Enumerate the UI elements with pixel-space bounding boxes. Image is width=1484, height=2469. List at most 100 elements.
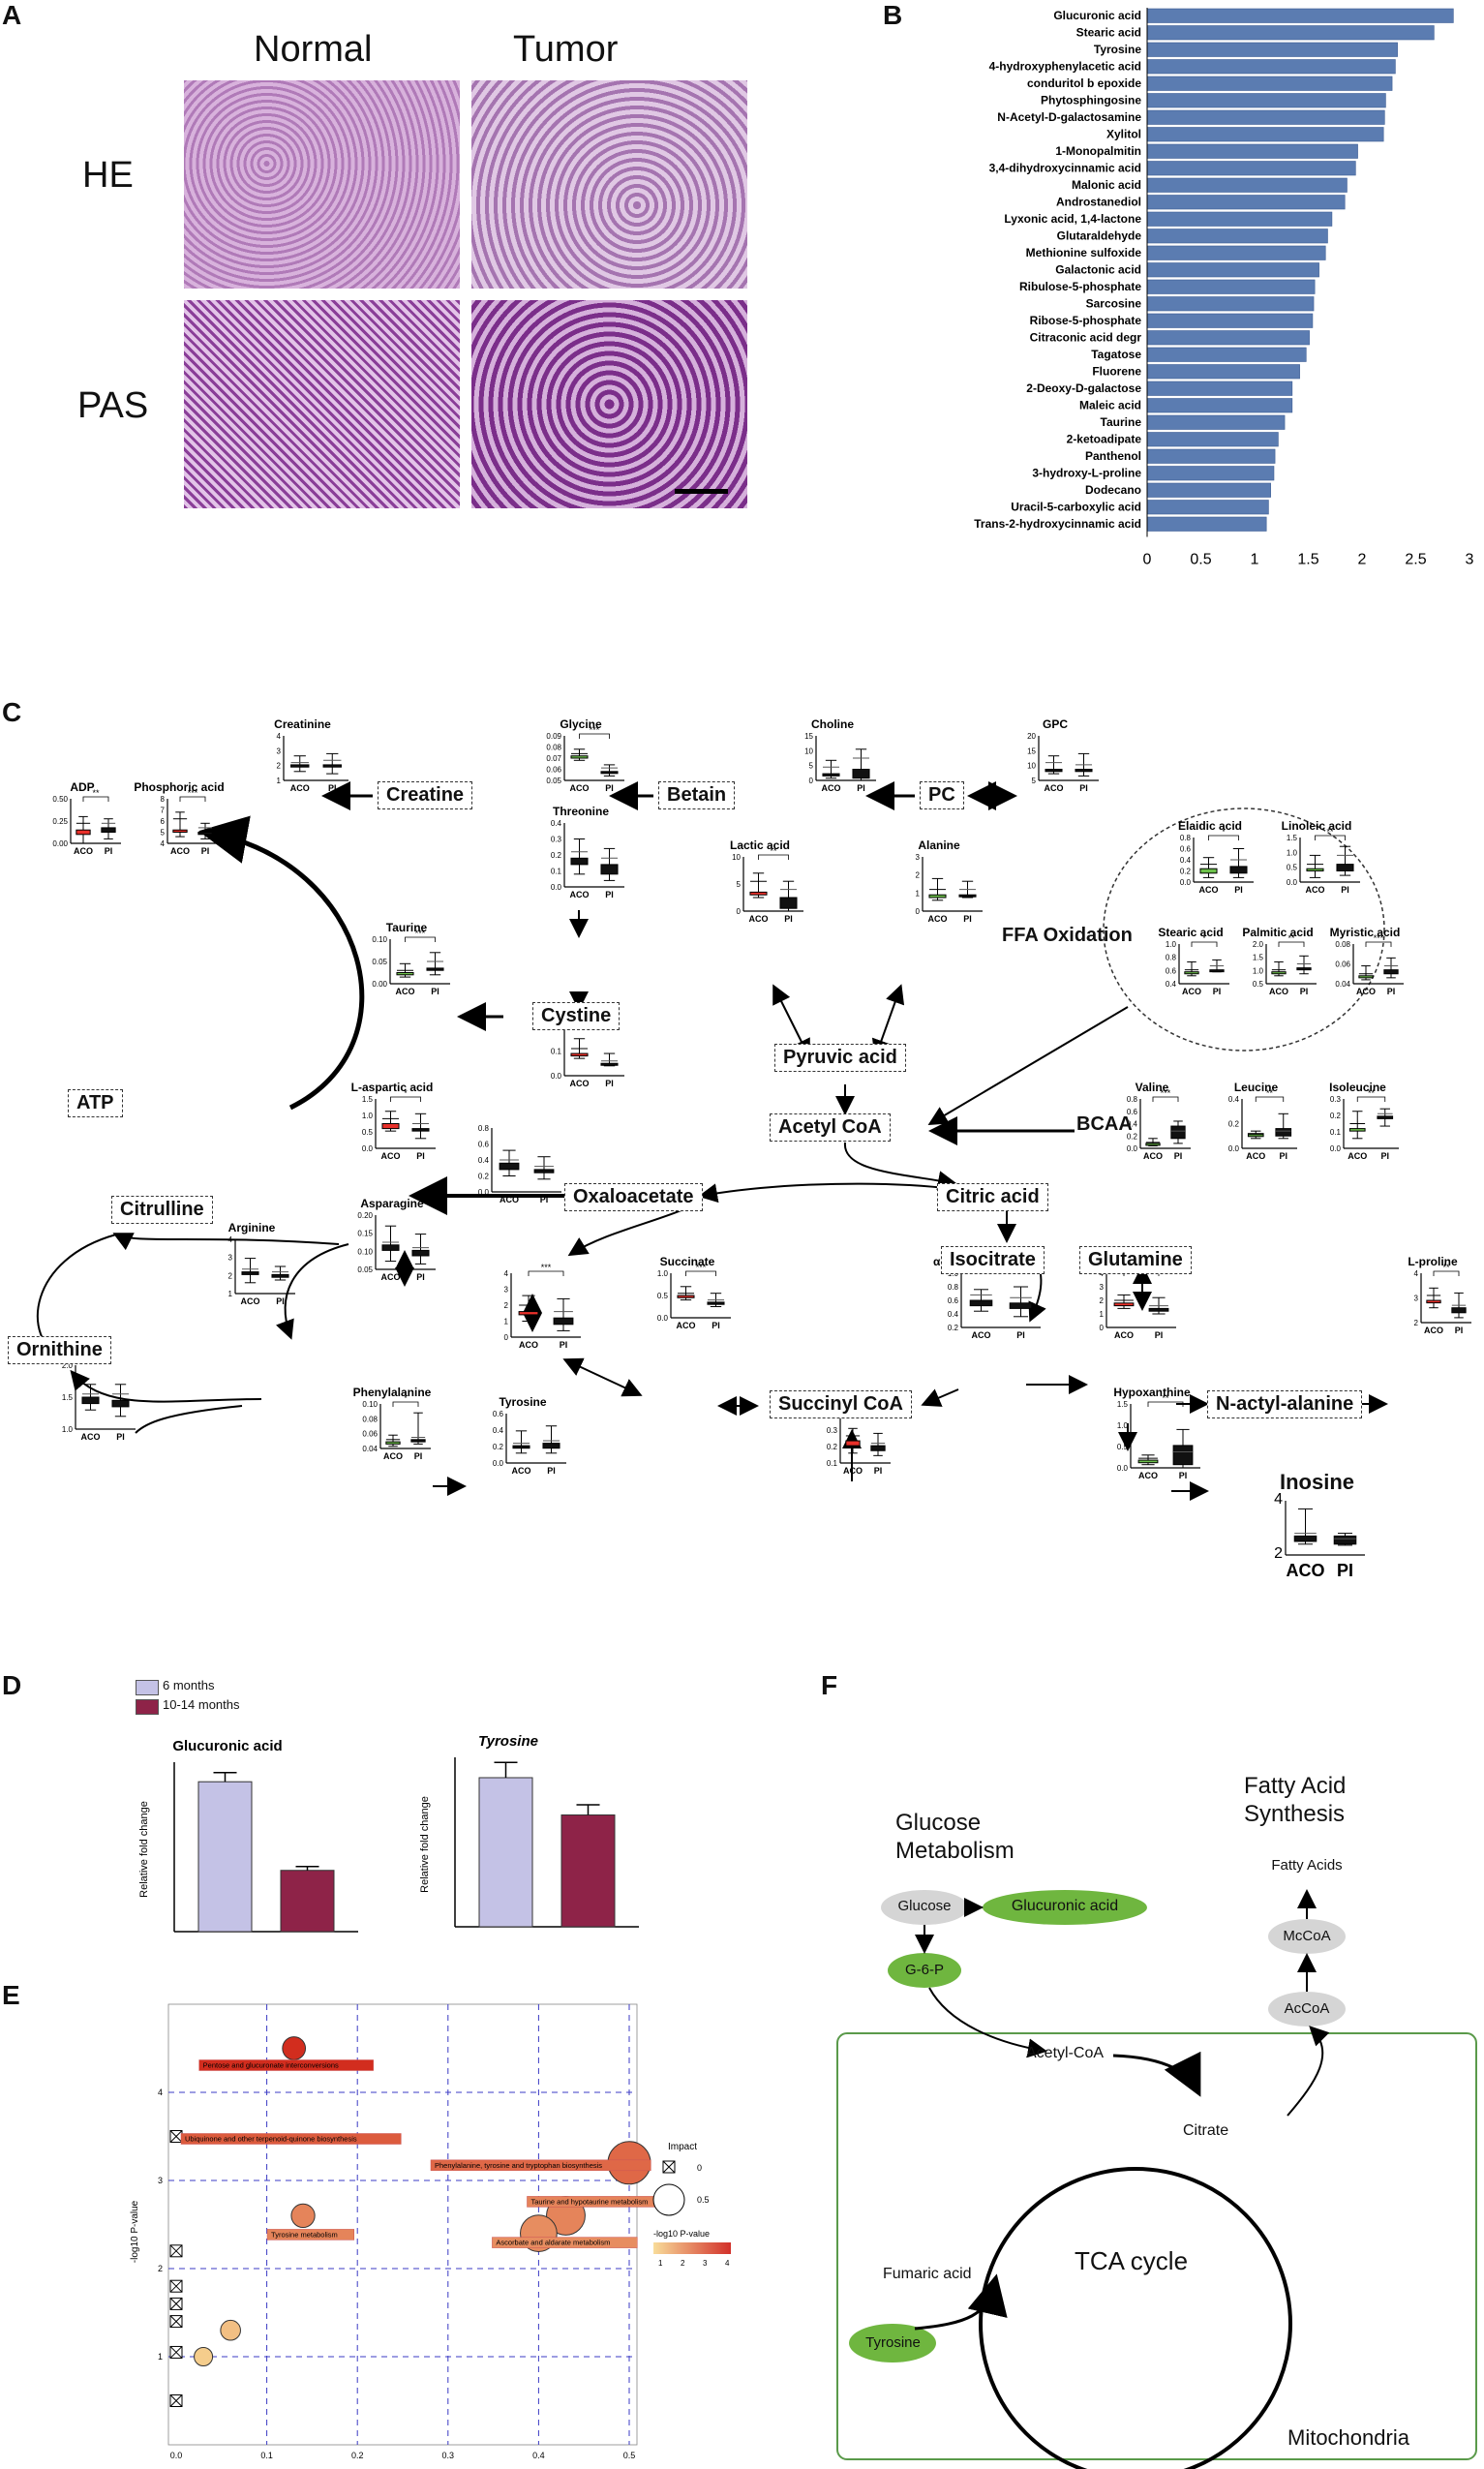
c-y-tick: 0.0: [1127, 1144, 1138, 1153]
c-sig-bracket: [1356, 1096, 1386, 1102]
c-box: [322, 764, 342, 768]
label-acetyl-coa: Acetyl-CoA: [1026, 2045, 1105, 2061]
c-y-tick: 0.10: [362, 1400, 378, 1409]
c-group-label: PI: [1387, 987, 1396, 996]
c-sig-bracket: [685, 1270, 716, 1276]
c-group-label: PI: [1279, 1151, 1287, 1161]
b-category-label: 3-hydroxy-L-proline: [1032, 467, 1141, 480]
e-point: [194, 2346, 214, 2367]
metabolite-oxaloacetate: Oxaloacetate: [564, 1183, 703, 1211]
c-y-tick: 0.6: [478, 1141, 490, 1149]
c-plot-title: Alanine: [918, 838, 960, 852]
b-category-label: Citraconic acid degr: [1030, 331, 1142, 345]
tca-cycle-circle: [979, 2167, 1292, 2469]
c-y-tick: 0.0: [362, 1144, 374, 1153]
c-group-label: PI: [1179, 1471, 1188, 1480]
c-group-label: PI: [201, 846, 210, 856]
b-x-tick-label: 2: [1358, 552, 1367, 568]
c-sig-stars: ***: [541, 1263, 552, 1272]
c-y-tick: 4: [161, 839, 166, 848]
c-plot-title: Phosphoric acid: [134, 780, 224, 794]
c-sig-bracket: [579, 733, 610, 739]
c-group-label: PI: [963, 914, 972, 924]
c-y-tick: 1.0: [1287, 848, 1298, 857]
b-x-tick-label: 1: [1251, 552, 1259, 568]
c-sig-bracket: [758, 854, 789, 860]
inosine-label: Inosine: [1280, 1470, 1355, 1494]
col-tumor-label: Tumor: [513, 29, 619, 70]
c-sig-bracket: [179, 796, 206, 802]
b-bar: [1146, 482, 1271, 498]
c-y-tick: 0.0: [1180, 878, 1192, 887]
c-y-tick: 0.1: [1330, 1128, 1342, 1137]
c-box: [512, 1445, 530, 1449]
panel-b-letter: B: [883, 0, 903, 30]
b-x-tick-label: 0.5: [1190, 552, 1211, 568]
c-group-label: ACO: [396, 987, 415, 996]
e-point-label: Ubiquinone and other terpenoid-quinone b…: [185, 2135, 357, 2144]
c-box: [1209, 969, 1225, 973]
c-sig-stars: **: [1368, 1088, 1376, 1098]
c-y-tick: 0.6: [493, 1410, 504, 1418]
b-category-label: Glucuronic acid: [1053, 9, 1141, 22]
c-box: [1009, 1302, 1033, 1309]
c-box: [1247, 1133, 1264, 1138]
c-y-tick: 1.0: [657, 1269, 669, 1278]
c-y-tick: 3: [1100, 1283, 1105, 1292]
c-y-tick: 0.0: [657, 1314, 669, 1323]
e-x-tick-label: 0.1: [260, 2451, 273, 2459]
b-category-label: Galactonic acid: [1055, 263, 1141, 277]
c-sig-stars: **: [1326, 827, 1334, 837]
he-tumor-image: [471, 80, 747, 289]
metabolite-succinyl-coa: Succinyl CoA: [770, 1390, 912, 1418]
c-group-label: PI: [1380, 1151, 1389, 1161]
b-category-label: Trans-2-hydroxycinnamic acid: [974, 517, 1141, 531]
bcaa-label: BCAA: [1076, 1113, 1133, 1135]
panel-d-letter: D: [2, 1670, 22, 1700]
c-group-label: ACO: [1199, 885, 1219, 895]
c-group-label: PI: [1174, 1151, 1183, 1161]
b-bar: [1146, 516, 1267, 532]
panel-f-letter: F: [821, 1670, 838, 1700]
c-y-tick: 0.3: [827, 1426, 838, 1435]
c-y-tick: 0.6: [1166, 966, 1177, 975]
c-box: [1184, 971, 1199, 975]
panel-f-diagram: [836, 1889, 1477, 2469]
c-box: [677, 1295, 695, 1298]
c-box: [570, 755, 589, 759]
c-group-label: ACO: [843, 1466, 863, 1476]
c-y-tick: 0.10: [372, 935, 387, 944]
metabolite-pyruvic-acid: Pyruvic acid: [774, 1044, 906, 1072]
c-box: [499, 1162, 520, 1171]
c-box: [707, 1301, 725, 1305]
c-y-tick: 0.05: [372, 958, 387, 966]
ffa-ellipse: [1103, 808, 1385, 1052]
b-category-label: Stearic acid: [1076, 26, 1141, 40]
c-box: [779, 897, 798, 909]
c-y-tick: 2: [277, 762, 282, 771]
b-category-label: 3,4-dihydroxycinnamic acid: [989, 162, 1141, 175]
c-sig-stars: ***: [1161, 1088, 1171, 1098]
c-box: [1336, 864, 1354, 872]
b-bar: [1146, 229, 1328, 244]
pas-tumor-image: [471, 300, 747, 508]
e-point-label-bg: [266, 2229, 354, 2240]
c-y-tick: 3: [277, 747, 282, 755]
c-y-tick: 1.5: [1287, 834, 1298, 842]
c-y-tick: 8: [161, 795, 166, 804]
c-y-tick: 0.10: [357, 1247, 373, 1256]
c-y-tick: 0.09: [546, 732, 561, 741]
c-group-label: ACO: [381, 1272, 401, 1282]
c-group-label: ACO: [290, 783, 310, 793]
c-box: [410, 1439, 426, 1443]
c-y-tick: 0.05: [357, 1265, 373, 1274]
b-category-label: Androstanediol: [1056, 196, 1141, 209]
